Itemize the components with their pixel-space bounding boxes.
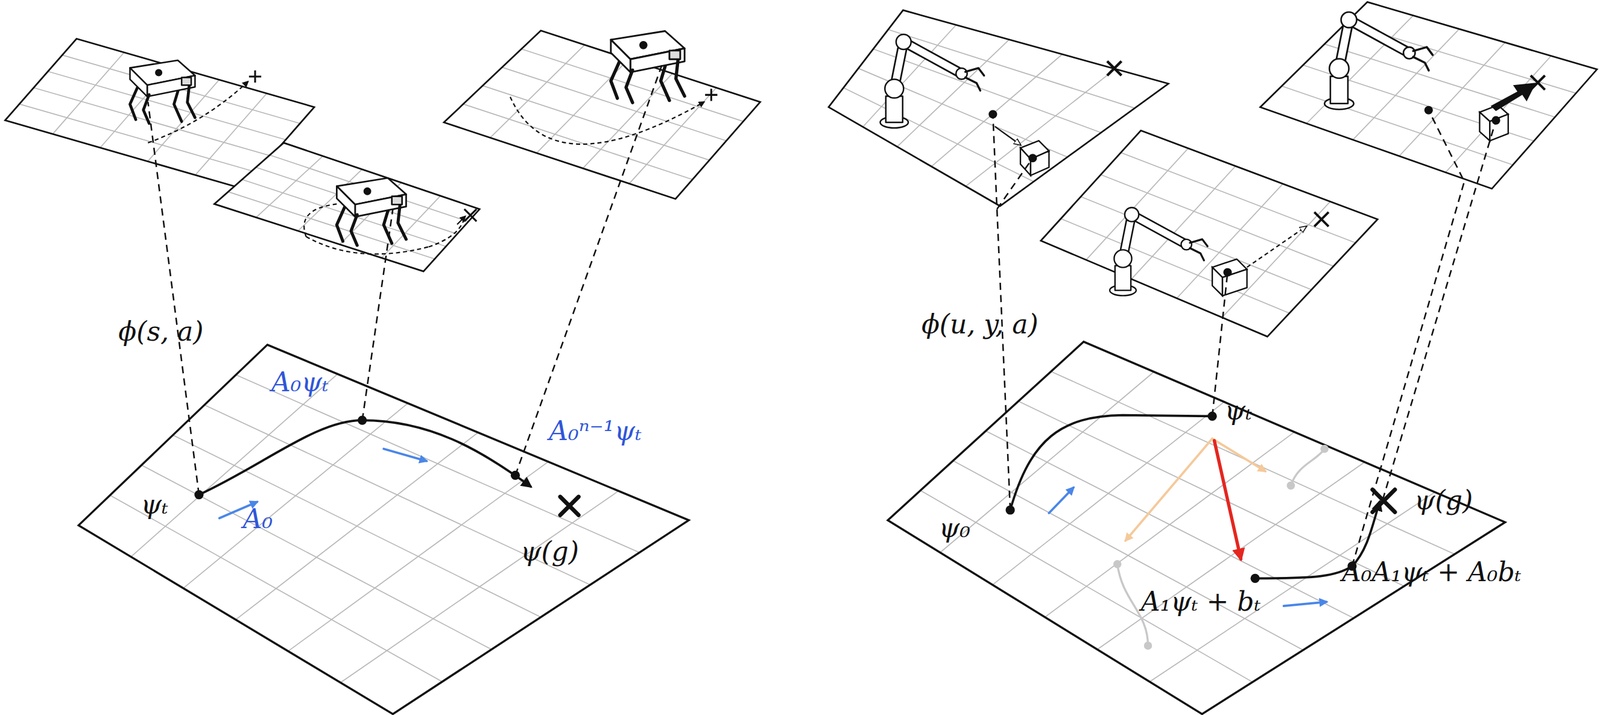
grid-line <box>490 44 585 138</box>
grid-line <box>629 88 716 184</box>
grid-line <box>173 435 541 618</box>
plane-outline <box>78 344 689 715</box>
grid-line <box>19 104 257 173</box>
grid-line <box>141 465 492 651</box>
plane-outline <box>214 142 480 272</box>
grid-line <box>501 67 727 142</box>
grid-line <box>33 88 272 157</box>
grid-line <box>952 460 1303 651</box>
grid-line <box>288 461 549 652</box>
goal-label: ψ(g) <box>1414 485 1473 517</box>
plane-outline <box>887 341 1506 715</box>
latent-plane <box>214 142 480 272</box>
grid-line <box>1281 86 1513 166</box>
grid-line <box>109 495 443 682</box>
grid-line <box>340 490 619 683</box>
latent-state-label: A₁ψₜ + bₜ <box>1141 586 1262 618</box>
grid-line <box>1097 461 1365 650</box>
grid-line <box>843 88 1034 183</box>
plane-outline <box>1260 1 1597 189</box>
latent-state-label: ψₜ <box>140 489 168 521</box>
grid-line <box>62 54 300 124</box>
latent-plane <box>1260 1 1597 189</box>
grid-line <box>1445 56 1552 173</box>
robot-arm <box>879 34 984 128</box>
feature-map-label: ϕ(u, y, a) <box>921 309 1039 341</box>
latent-plane <box>443 30 761 200</box>
top-plane-marks <box>147 61 1545 268</box>
grid-line <box>463 104 693 180</box>
quadruped <box>336 177 406 246</box>
quadruped <box>610 31 685 104</box>
latent-plane <box>78 344 689 715</box>
quadruped <box>130 60 196 124</box>
latent-state-label: ψₜ <box>1224 395 1252 427</box>
grid-line <box>1086 148 1189 260</box>
latent-state-label: ψ₀ <box>939 513 971 544</box>
latent-state-label: A₀A₁ψₜ + A₀bₜ <box>1341 557 1521 589</box>
grid-line <box>195 93 267 175</box>
plane-outline <box>443 30 761 200</box>
latent-plane <box>1040 130 1378 338</box>
grid-line <box>256 156 324 218</box>
plane-outline <box>1040 130 1378 338</box>
latent-plane <box>887 341 1506 715</box>
goal-label: ψ(g) <box>520 536 579 568</box>
grid-line <box>52 52 124 134</box>
trajectory-points <box>194 411 1357 584</box>
feature-map-label: ϕ(s, a) <box>118 316 204 348</box>
grid-line <box>482 85 710 161</box>
robot-arm <box>1109 207 1208 296</box>
operator-label: A₀ <box>243 504 273 535</box>
projection-lines <box>147 61 1496 567</box>
grid-line <box>965 68 1116 187</box>
latent-trajectories <box>199 415 1395 651</box>
latent-state-label: A₀ψₜ <box>271 367 329 399</box>
latent-state-label: A₀ⁿ⁻¹ψₜ <box>548 416 642 447</box>
grid-line <box>1221 201 1330 318</box>
grid-line <box>1324 44 1555 117</box>
grid-line <box>985 431 1354 619</box>
robot-arm <box>1324 12 1433 110</box>
